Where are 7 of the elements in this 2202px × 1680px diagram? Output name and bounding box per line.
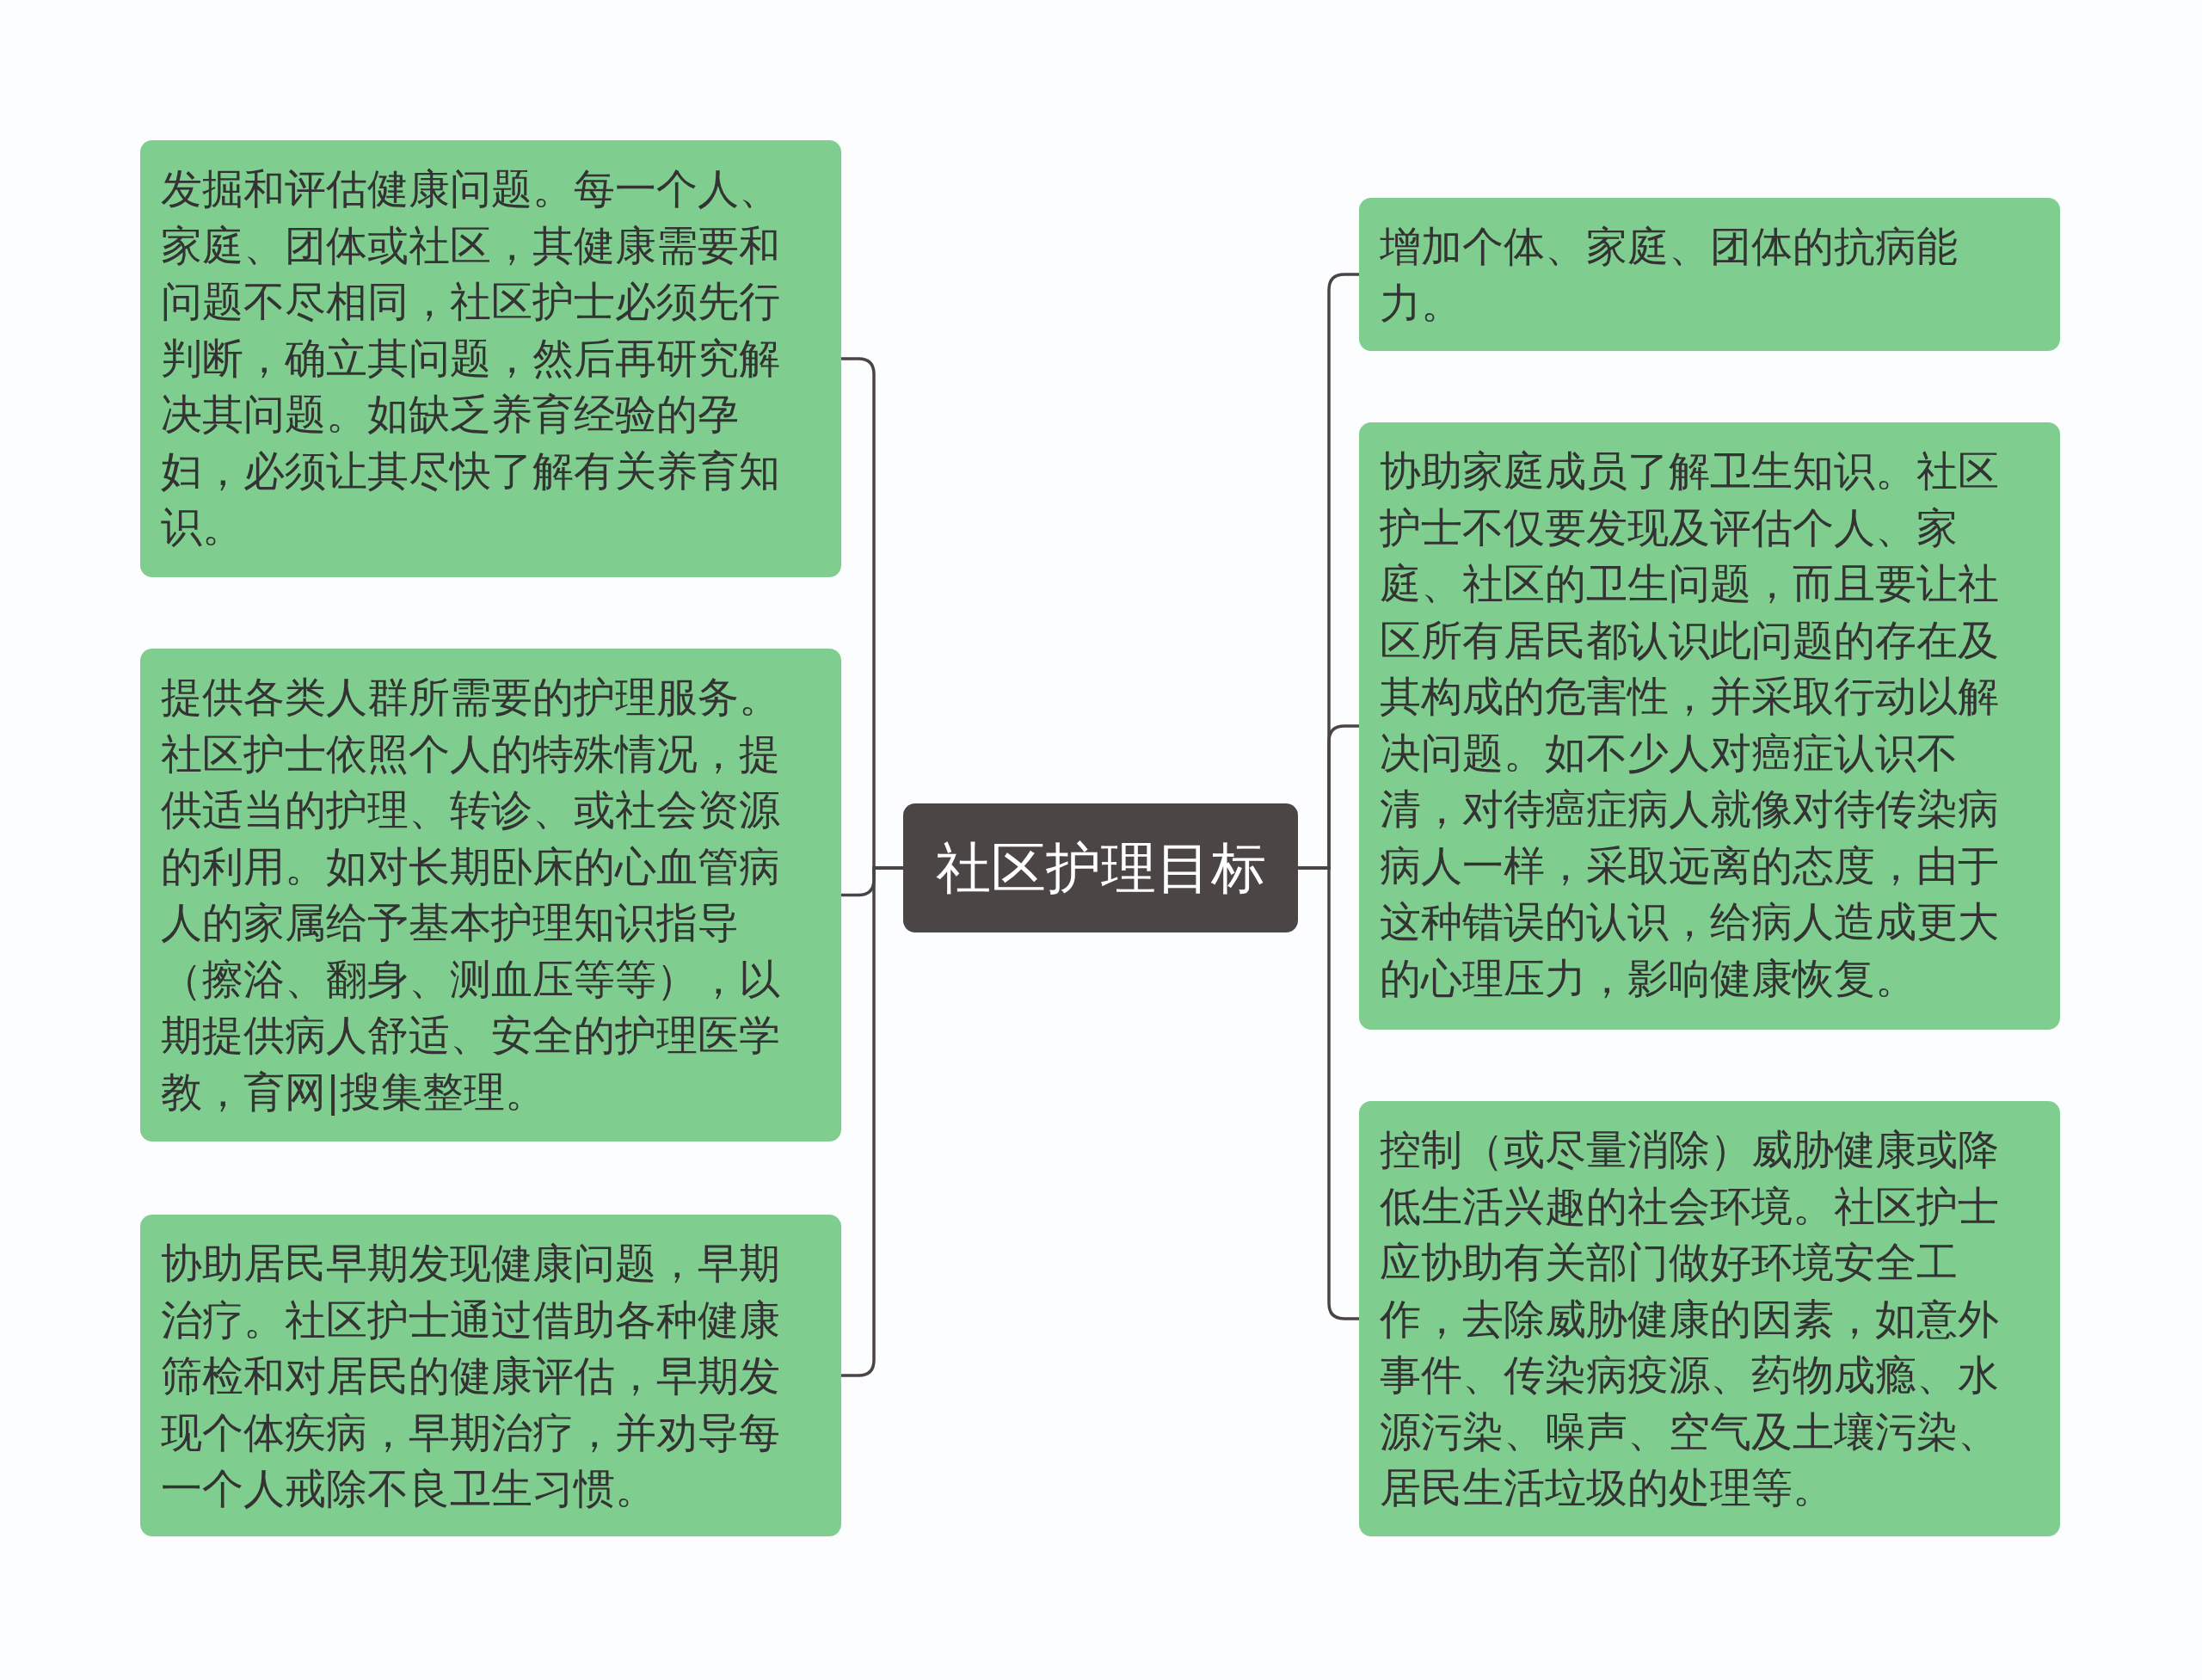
- central-topic-box: 社区护理目标: [903, 803, 1298, 932]
- topic-box: 协助家庭成员了解卫生知识。社区护士不仅要发现及评估个人、家庭、社区的卫生问题，而且要让社区所有居民都认识此问题的存在及其构成的危害性，并采取行动以解决问题。如不少人对癌症认识不清，对待癌症病人就像对待传染病病人一样，采取远离的态度，由于这种错误的认识，给病人造成更大的心理压力，影响健康恢复。: [1359, 422, 2060, 1030]
- topic-box: 发掘和评估健康问题。每一个人、家庭、团体或社区，其健康需要和问题不尽相同，社区护士必须先行判断，确立其问题，然后再研究解决其问题。如缺乏养育经验的孕妇，必须让其尽快了解有关养育知识。: [140, 140, 841, 577]
- topic-box: 提供各类人群所需要的护理服务。社区护士依照个人的特殊情况，提供适当的护理、转诊、或社会资源的利用。如对长期卧床的心血管病人的家属给予基本护理知识指导（擦浴、翻身、测血压等等），以期提供病人舒适、安全的护理医学教，育网|搜集整理。: [140, 649, 841, 1142]
- topic-box: 增加个体、家庭、团体的抗病能力。: [1359, 198, 2060, 351]
- topic-box: 协助居民早期发现健康问题，早期治疗。社区护士通过借助各种健康筛检和对居民的健康评估，早期发现个体疾病，早期治疗，并劝导每一个人戒除不良卫生习惯。: [140, 1215, 841, 1536]
- topic-box: 控制（或尽量消除）威胁健康或降低生活兴趣的社会环境。社区护士应协助有关部门做好环境安全工作，去除威胁健康的因素，如意外事件、传染病疫源、药物成瘾、水源污染、噪声、空气及土壤污染、居民生活垃圾的处理等。: [1359, 1101, 2060, 1536]
